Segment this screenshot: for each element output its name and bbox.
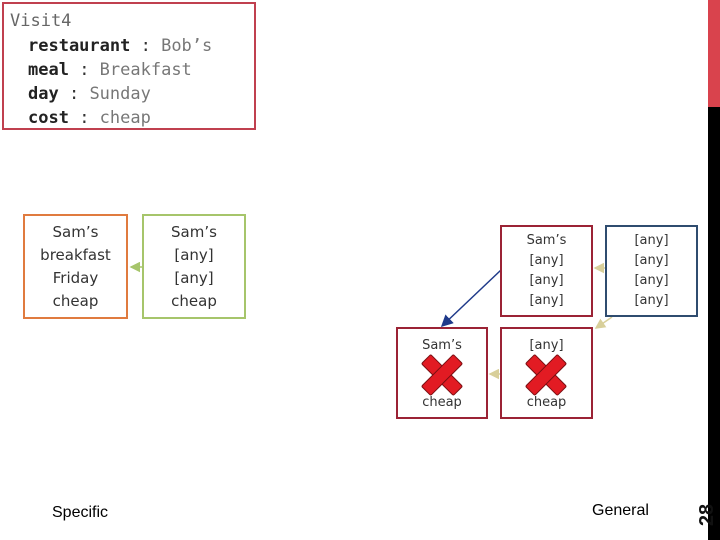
hypothesis-value: cheap <box>52 291 99 310</box>
field-key: restaurant <box>28 36 131 56</box>
cross-icon <box>529 358 563 392</box>
field-key: meal <box>28 60 69 80</box>
record-title: Visit4 <box>10 11 72 31</box>
hypothesis-value: [any] <box>529 273 564 288</box>
arrow-general-to-any-cheap <box>594 316 613 329</box>
sidebar-accent-bar <box>708 0 720 107</box>
hypothesis-value: breakfast <box>40 245 111 264</box>
hypothesis-value: Sam’s <box>171 222 217 241</box>
field-sep: : <box>68 60 100 80</box>
hypothesis-value: Sam’s <box>526 233 567 248</box>
record-row-day: day : Sunday <box>28 84 151 104</box>
generalized-hypothesis-box: Sam’s [any] [any] cheap <box>142 214 246 319</box>
hypothesis-value: [any] <box>529 293 564 308</box>
sidebar-dark-bar <box>708 107 720 540</box>
arrow-sams-any-to-sams-cheap <box>440 269 502 328</box>
most-general-hypothesis-box: [any] [any] [any] [any] <box>605 225 698 317</box>
field-value: Bob’s <box>161 36 213 56</box>
visit4-record: Visit4 restaurant : Bob’s meal : Breakfa… <box>2 2 256 130</box>
hypothesis-value: [any] <box>174 245 214 264</box>
hypothesis-value: [any] <box>634 273 669 288</box>
hypothesis-value: cheap <box>526 395 567 410</box>
hypothesis-value: Friday <box>52 268 99 287</box>
field-sep: : <box>68 108 100 128</box>
cross-icon <box>425 358 459 392</box>
hypothesis-value: cheap <box>171 291 217 310</box>
general-label: General <box>592 502 649 519</box>
field-sep: : <box>58 84 90 104</box>
hypothesis-value: [any] <box>634 293 669 308</box>
record-row-meal: meal : Breakfast <box>28 60 192 80</box>
hypothesis-value: Sam’s <box>52 222 99 241</box>
hypothesis-value: [any] <box>634 253 669 268</box>
slide-number: 28 <box>696 503 718 527</box>
field-value: Breakfast <box>99 60 192 80</box>
sams-any-hypothesis-box: Sam’s [any] [any] [any] <box>500 225 593 317</box>
hypothesis-value: [any] <box>529 253 564 268</box>
hypothesis-value: [any] <box>634 233 669 248</box>
hypothesis-value: cheap <box>422 395 462 410</box>
specific-label: Specific <box>52 504 109 521</box>
any-cheap-hypothesis-box: [any] cheap <box>500 327 593 419</box>
record-row-cost: cost : cheap <box>28 108 151 128</box>
field-key: day <box>28 84 59 104</box>
field-value: Sunday <box>89 84 151 104</box>
specific-hypothesis-box: Sam’s breakfast Friday cheap <box>23 214 128 319</box>
hypothesis-value: [any] <box>174 268 214 287</box>
field-key: cost <box>28 108 69 128</box>
record-row-restaurant: restaurant : Bob’s <box>28 36 212 56</box>
hypothesis-value: Sam’s <box>422 338 462 353</box>
hypothesis-value: [any] <box>529 338 564 353</box>
field-value: cheap <box>99 108 151 128</box>
field-sep: : <box>130 36 162 56</box>
